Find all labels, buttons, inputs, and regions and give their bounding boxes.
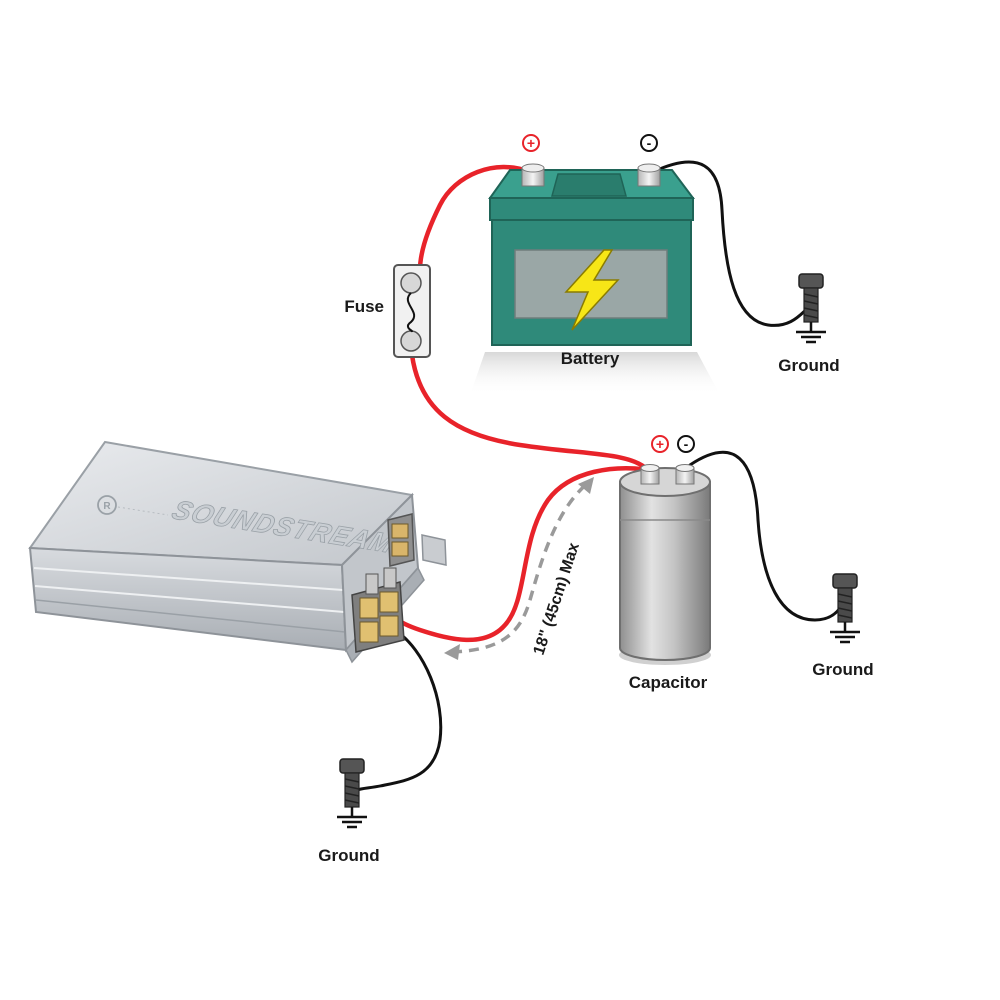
ground-wires bbox=[355, 160, 844, 792]
brand-logo-icon bbox=[97, 495, 117, 515]
wire-battery-to-fuse bbox=[417, 164, 533, 273]
capacitor-negative-marker: - bbox=[677, 435, 695, 453]
capacitor-label: Capacitor bbox=[629, 673, 708, 692]
wire-capacitor-to-amplifier bbox=[392, 466, 653, 643]
ground-symbol-icon bbox=[794, 272, 828, 344]
capacitor-positive-post bbox=[640, 464, 660, 485]
battery-positive-post bbox=[521, 163, 545, 187]
ground-amplifier-label: Ground bbox=[318, 846, 379, 865]
battery: + - Battery bbox=[470, 134, 720, 395]
wire-capacitor-to-ground bbox=[688, 450, 844, 622]
wire-fuse-to-capacitor bbox=[409, 352, 651, 473]
positive-wires bbox=[392, 164, 653, 643]
svg-text:-: - bbox=[684, 436, 689, 452]
amplifier-power-terminal bbox=[351, 567, 405, 653]
lightning-bolt-icon bbox=[564, 249, 620, 331]
fuse-label: Fuse bbox=[344, 297, 384, 316]
capacitor: + - Capacitor bbox=[619, 435, 711, 692]
capacitor-positive-marker: + bbox=[651, 435, 669, 453]
ground-battery: Ground bbox=[778, 272, 840, 375]
amplifier-terminal-block-upper bbox=[387, 513, 415, 567]
svg-text:R: R bbox=[103, 501, 111, 512]
capacitor-negative-post bbox=[675, 464, 695, 485]
fuse: Fuse bbox=[344, 264, 431, 358]
battery-positive-marker: + bbox=[522, 134, 540, 152]
wire-amplifier-to-ground bbox=[355, 628, 443, 792]
wire-battery-to-ground bbox=[651, 160, 810, 327]
amplifier: R SOUNDSTREAM bbox=[28, 440, 447, 664]
ground-amplifier: Ground bbox=[318, 757, 380, 865]
distance-indicator: 18" (45cm) Max bbox=[444, 477, 594, 660]
svg-text:+: + bbox=[656, 436, 664, 452]
battery-negative-marker: - bbox=[640, 134, 658, 152]
ground-symbol-icon bbox=[828, 572, 862, 644]
svg-text:+: + bbox=[527, 135, 535, 151]
ground-capacitor-label: Ground bbox=[812, 660, 873, 679]
distance-label: 18" (45cm) Max bbox=[531, 541, 583, 658]
ground-capacitor: Ground bbox=[812, 572, 874, 679]
svg-text:-: - bbox=[647, 135, 652, 151]
ground-symbol-icon bbox=[335, 757, 369, 829]
ground-battery-label: Ground bbox=[778, 356, 839, 375]
battery-label: Battery bbox=[561, 349, 620, 368]
battery-negative-post bbox=[637, 163, 661, 187]
